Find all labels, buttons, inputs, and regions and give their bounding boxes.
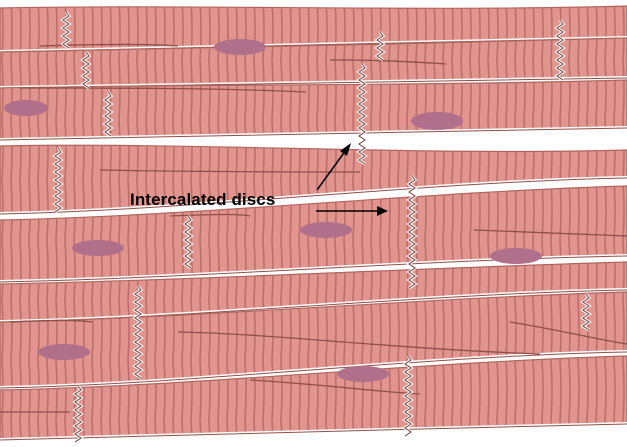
nucleus bbox=[337, 366, 389, 382]
nucleus bbox=[4, 100, 48, 116]
nucleus bbox=[300, 222, 352, 238]
nucleus bbox=[72, 240, 124, 256]
nucleus bbox=[411, 112, 463, 130]
nucleus bbox=[214, 39, 266, 55]
intercalated-discs-label: Intercalated discs bbox=[130, 190, 275, 210]
nucleus bbox=[38, 344, 90, 360]
nucleus bbox=[490, 248, 542, 264]
